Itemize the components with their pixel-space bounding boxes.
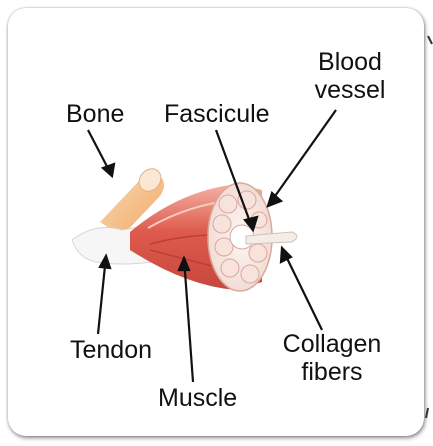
- blood-vessel-arrow: [268, 110, 336, 206]
- label-fascicule: Fascicule: [164, 100, 270, 128]
- label-collagen-fibers: Collagen fibers: [270, 330, 394, 386]
- edge-mark-bottom: [426, 408, 428, 418]
- label-bone: Bone: [66, 100, 124, 128]
- label-muscle: Muscle: [158, 384, 237, 412]
- edge-mark-top: [428, 36, 432, 44]
- bone-arrow: [88, 130, 114, 176]
- label-collagen-line1: Collagen: [270, 330, 394, 358]
- collagen-arrow: [281, 248, 322, 330]
- label-blood-vessel-line1: Blood: [300, 48, 400, 76]
- label-tendon: Tendon: [70, 336, 152, 364]
- label-blood-vessel-line2: vessel: [300, 76, 400, 104]
- label-blood-vessel: Blood vessel: [300, 48, 400, 104]
- tendon-arrow: [98, 256, 110, 334]
- label-collagen-line2: fibers: [270, 358, 394, 386]
